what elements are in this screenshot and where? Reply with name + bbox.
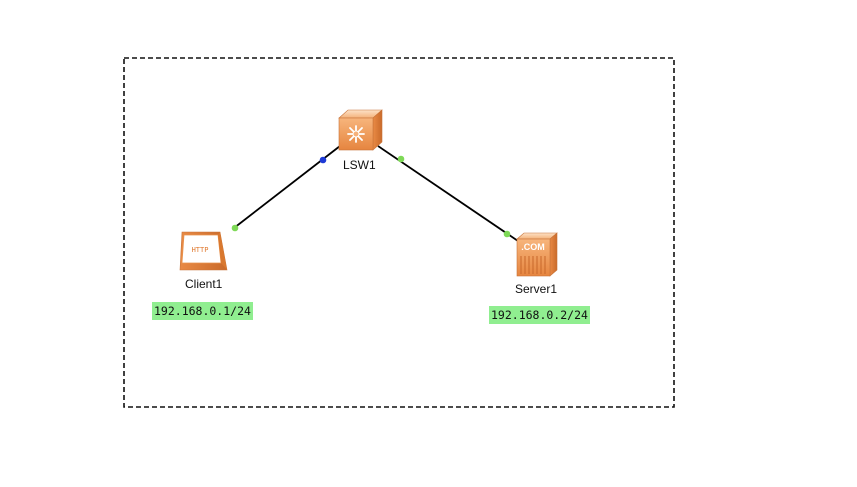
com-server-icon[interactable]: .COM <box>516 232 558 277</box>
server-ip-label: 192.168.0.2/24 <box>489 306 590 324</box>
server-label: Server1 <box>515 282 558 296</box>
http-client-icon[interactable]: HTTP <box>179 231 228 271</box>
client-ip-label: 192.168.0.1/24 <box>152 302 253 320</box>
switch-icon[interactable] <box>338 109 383 151</box>
port-dot-switch-right <box>397 155 405 163</box>
client-label: Client1 <box>185 277 223 291</box>
switch-label: LSW1 <box>343 158 376 172</box>
port-dot-client <box>231 224 239 232</box>
port-dot-switch-left <box>319 156 327 164</box>
http-icon-text: HTTP <box>192 246 209 254</box>
area-boundary <box>123 57 675 408</box>
com-icon-text: .COM <box>521 242 545 252</box>
port-dot-server <box>503 230 511 238</box>
